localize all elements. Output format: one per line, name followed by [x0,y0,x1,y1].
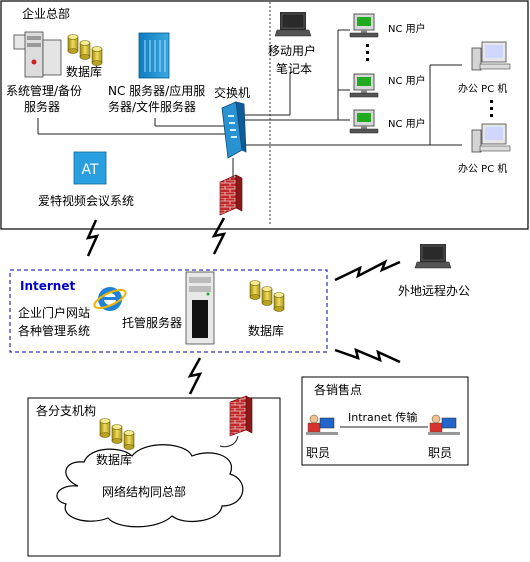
hosting-server-icon [185,271,215,345]
office-pc-icon [471,123,511,153]
sales-title: 各销售点 [314,382,362,397]
sales-frame [301,376,469,466]
ellipsis-dots [366,44,369,61]
ie-browser-icon [93,287,127,311]
portal-label-2: 各种管理系统 [18,323,90,338]
branch-title: 各分支机构 [36,403,96,418]
mobile-user-label-2: 笔记本 [276,61,312,76]
staff-icon [427,414,461,436]
nc-server-label-1: NC 服务器/应用服 [108,83,205,98]
portal-label-1: 企业门户网站 [18,305,90,320]
internet-title: Internet [20,279,75,293]
backup-server-label-2: 服务器 [24,99,60,114]
staff-label: 职员 [306,446,330,460]
hosting-server-label: 托管服务器 [122,315,182,330]
video-conference-label: 爱特视频会议系统 [38,193,134,208]
wan-link-icon [211,217,227,255]
branch-link-icon [187,357,203,395]
branch-frame [27,397,281,557]
internet-frame [9,269,328,353]
office-pc-label: 办公 PC 机 [458,162,507,175]
backup-server-icon [13,31,62,78]
switch-icon [221,101,247,159]
nc-user-label: NC 用户 [388,74,426,87]
nc-user-label: NC 用户 [388,22,426,35]
branch-database-icon [99,418,135,450]
backup-server-label-1: 系统管理/备份 [6,83,82,98]
hq-frame [0,0,529,230]
branch-firewall-icon [229,395,253,437]
branch-cloud-label: 网络结构同总部 [102,484,186,499]
staff-label: 职员 [428,446,452,460]
intranet-label: Intranet 传输 [348,410,417,424]
ellipsis-dots [490,100,493,117]
remote-office-label: 外地远程办公 [398,283,470,298]
nc-server-label-2: 务器/文件服务器 [108,99,196,114]
switch-label: 交换机 [214,85,250,100]
mobile-user-label-1: 移动用户 [268,43,316,58]
nc-user-pc-icon [349,13,379,38]
branch-firewall-link [219,435,239,448]
remote-link-icon [334,259,401,282]
remote-laptop-icon [414,243,452,269]
wan-link-icon [85,219,100,257]
internet-database-icon [249,280,285,312]
laptop-icon [274,11,312,37]
nc-server-icon [138,32,170,79]
branch-database-label: 数据库 [96,452,132,467]
hq-database-label: 数据库 [66,64,102,79]
nc-user-pc-icon [349,73,379,98]
hq-title: 企业总部 [22,6,70,21]
internet-database-label: 数据库 [248,323,284,338]
firewall-icon [219,174,243,216]
branch-cloud [56,444,244,528]
hq-database-icon [67,34,103,66]
office-pc-label: 办公 PC 机 [458,82,507,95]
nc-user-label: NC 用户 [388,117,426,130]
sales-link-icon [334,347,401,364]
office-pc-icon [471,41,511,71]
hq-connections [37,29,462,146]
video-icon-text: AT [81,162,98,178]
staff-icon [305,414,339,436]
video-conference-icon: AT [73,151,107,185]
nc-user-pc-icon [349,109,379,134]
